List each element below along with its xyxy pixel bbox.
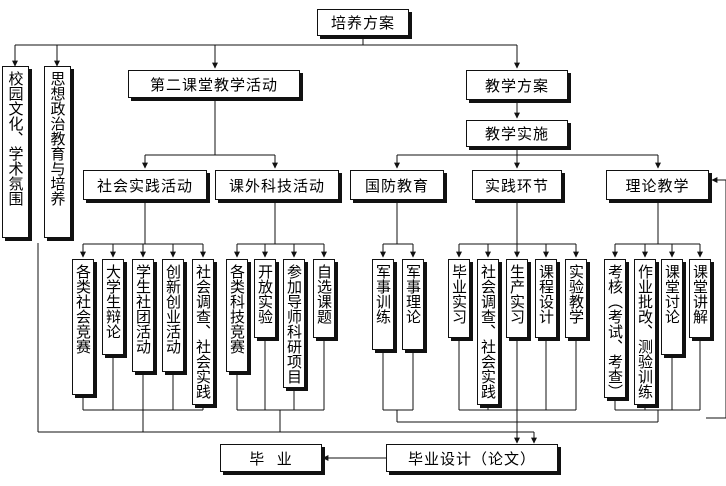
item-label: 实验教学 — [567, 264, 585, 324]
second-classroom-label: 第二课堂教学活动 — [149, 75, 278, 94]
teaching-plan-label: 教学方案 — [484, 76, 549, 95]
theory-teaching-box: 理论教学 — [606, 170, 709, 200]
item-lecture: 课堂讲解 — [689, 259, 711, 338]
item-label: 社会调查、社会实践 — [479, 264, 497, 399]
item-graduation-internship: 毕业实习 — [448, 259, 470, 338]
teaching-implementation-box: 教学实施 — [466, 120, 568, 147]
item-label: 军事训练 — [374, 264, 392, 324]
item-label: 大学生辩论 — [104, 264, 122, 339]
campus-culture-label: 校园文化、学术氛围 — [6, 71, 25, 206]
campus-culture-box: 校园文化、学术氛围 — [2, 66, 29, 238]
item-label: 自选课题 — [315, 264, 333, 324]
teaching-implementation-label: 教学实施 — [484, 125, 549, 143]
root-label: 培养方案 — [330, 14, 395, 32]
national-defense-label: 国防教育 — [364, 176, 429, 195]
social-practice-label: 社会实践活动 — [96, 176, 193, 195]
item-social-survey: 社会调查、社会实践 — [192, 259, 214, 405]
second-classroom-box: 第二课堂教学活动 — [128, 70, 300, 98]
sci-tech-activities-box: 课外科技活动 — [215, 170, 339, 200]
item-debate: 大学生辩论 — [102, 259, 124, 355]
item-open-experiment: 开放实验 — [254, 259, 276, 338]
item-label: 创新创业活动 — [164, 264, 182, 354]
item-military-theory: 军事理论 — [402, 259, 424, 350]
item-label: 学生社团活动 — [134, 264, 152, 354]
item-lab-teaching: 实验教学 — [565, 259, 587, 338]
item-label: 各类社会竞赛 — [74, 264, 92, 354]
item-tech-competitions: 各类科技竞赛 — [226, 259, 248, 372]
item-label: 考核（考试、考查） — [606, 264, 624, 399]
item-production-internship: 生产实习 — [506, 259, 528, 338]
item-assessment: 考核（考试、考查） — [604, 259, 626, 399]
item-label: 毕业实习 — [450, 264, 468, 324]
teaching-plan-box: 教学方案 — [466, 70, 568, 100]
item-innovation: 创新创业活动 — [162, 259, 184, 372]
item-practice-survey: 社会调查、社会实践 — [477, 259, 499, 405]
item-label: 社会调查、社会实践 — [194, 264, 212, 399]
item-label: 作业批改、测验训练 — [636, 264, 654, 399]
item-self-topic: 自选课题 — [313, 259, 335, 338]
item-military-training: 军事训练 — [372, 259, 394, 350]
item-homework: 作业批改、测验训练 — [634, 259, 656, 405]
graduation-label: 毕 业 — [249, 449, 293, 468]
item-class-discussion: 课堂讨论 — [661, 259, 683, 355]
social-practice-box: 社会实践活动 — [83, 170, 207, 200]
sci-tech-activities-label: 课外科技活动 — [228, 176, 325, 195]
theory-teaching-label: 理论教学 — [625, 176, 690, 195]
item-label: 各类科技竞赛 — [228, 264, 246, 354]
item-label: 开放实验 — [256, 264, 274, 324]
national-defense-box: 国防教育 — [350, 170, 444, 200]
item-social-competitions: 各类社会竞赛 — [72, 259, 94, 395]
item-course-design: 课程设计 — [535, 259, 557, 338]
practice-link-box: 实践环节 — [472, 170, 562, 200]
item-label: 军事理论 — [404, 264, 422, 324]
item-student-clubs: 学生社团活动 — [132, 259, 154, 372]
root-box: 培养方案 — [317, 9, 409, 36]
graduation-design-box: 毕业设计（论文） — [386, 444, 558, 472]
graduation-design-label: 毕业设计（论文） — [407, 449, 536, 468]
item-label: 课程设计 — [537, 264, 555, 324]
item-label: 参加导师科研项目 — [285, 264, 303, 384]
practice-link-label: 实践环节 — [484, 176, 549, 195]
graduation-box: 毕 业 — [220, 444, 322, 472]
item-label: 课堂讨论 — [663, 264, 681, 324]
ideological-education-box: 思想政治教育与培养 — [44, 66, 71, 238]
item-label: 课堂讲解 — [691, 264, 709, 324]
ideological-education-label: 思想政治教育与培养 — [48, 71, 67, 206]
item-mentor-research: 参加导师科研项目 — [283, 259, 305, 388]
item-label: 生产实习 — [508, 264, 526, 324]
